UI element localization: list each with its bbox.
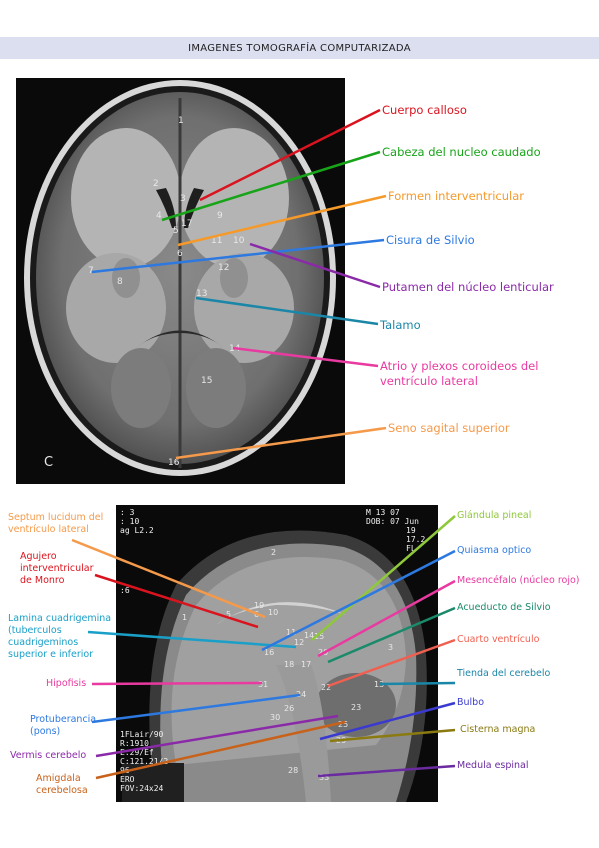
scan-annotation-text: 11 <box>286 628 296 637</box>
axial-number: 2 <box>153 179 159 189</box>
label-bulbo: Bulbo <box>457 697 485 708</box>
axial-number: 4 <box>156 211 162 221</box>
label-putamen: Putamen del núcleo lenticular <box>382 280 554 294</box>
scan-annotation-text: R:1910 <box>120 739 149 748</box>
label-cisterna: Cisterna magna <box>460 724 536 735</box>
label-vermis: Vermis cerebelo <box>10 750 87 761</box>
label-cisura-silvio: Cisura de Silvio <box>386 233 475 247</box>
axial-number: 8 <box>117 277 123 287</box>
axial-ct-image: 1 2 3 4 17 9 5 6 11 10 7 8 12 13 14 15 1… <box>16 78 345 484</box>
scan-annotation-text: 29 <box>336 736 346 745</box>
scan-annotation-text: 96 <box>120 766 130 775</box>
label-agujero: Agujero interventricular de Monro <box>20 551 94 586</box>
scan-annotation-text: 25 <box>338 720 348 729</box>
label-atrio-line1: Atrio y plexos coroideos del <box>380 359 539 373</box>
scan-annotation-text: M 13 07 <box>366 508 400 517</box>
scan-annotation-text: 6 <box>254 610 259 619</box>
scan-annotation-text: 14 <box>304 631 314 640</box>
scan-annotation-text: 12 <box>294 638 304 647</box>
axial-number: 17 <box>181 219 192 229</box>
axial-number: 10 <box>233 236 245 246</box>
label-tienda: Tienda del cerebelo <box>457 668 551 679</box>
label-protuberancia: Protuberancia (pons) <box>30 714 97 737</box>
scan-annotation-text: 13 <box>374 680 384 689</box>
scan-annotation-text: 33 <box>319 773 329 782</box>
scan-annotation-text: DOB: 07 Jun <box>366 517 419 526</box>
scan-annotation-text: 15 <box>314 632 324 641</box>
scan-annotation-text: 24 <box>296 690 306 699</box>
scan-annotation-text: ag L2.2 <box>120 526 154 535</box>
scan-annotation-text: : 10 <box>120 517 139 526</box>
scan-annotation-text: 20 <box>318 648 328 657</box>
axial-number: 1 <box>178 116 184 126</box>
axial-number: 12 <box>218 263 229 273</box>
axial-number: 11 <box>211 236 222 246</box>
scan-annotation-text: FL <box>406 544 416 553</box>
label-talamo: Talamo <box>380 318 421 332</box>
label-formen-interventricular: Formen interventricular <box>388 189 524 203</box>
scan-annotation-text: 5 <box>226 610 231 619</box>
scan-annotation-text: 23 <box>351 703 361 712</box>
scan-annotation-text: 22 <box>321 683 331 692</box>
scan-annotation-text: 19 <box>406 526 416 535</box>
scan-annotation-text: 2 <box>271 548 276 557</box>
axial-number: 6 <box>177 249 183 259</box>
axial-number: 14 <box>229 344 241 354</box>
scan-annotation-text: 28 <box>288 766 298 775</box>
scan-annotation-text: ERO <box>120 775 135 784</box>
label-medula: Medula espinal <box>457 760 529 771</box>
label-cuarto: Cuarto ventrículo <box>457 634 540 645</box>
scan-annotation-text: 10 <box>268 608 278 617</box>
scan-annotation-text: 17.2 <box>406 535 425 544</box>
axial-number: 7 <box>88 266 94 276</box>
label-amigdala: Amigdala cerebelosa <box>36 773 88 796</box>
scan-annotation-text: : 3 <box>120 508 135 517</box>
scan-annotation-text: 16 <box>264 648 274 657</box>
scan-annotation-text: 1FLair/90 <box>120 730 164 739</box>
label-cabeza-nucleo-caudado: Cabeza del nucleo caudado <box>382 145 541 159</box>
scan-annotation-text: 31 <box>258 680 268 689</box>
axial-number: 16 <box>168 458 180 468</box>
scan-annotation-text: FOV:24x24 <box>120 784 164 793</box>
scan-annotation-text: 17 <box>301 660 311 669</box>
scan-annotation-text: 26 <box>284 704 294 713</box>
axial-number: 5 <box>173 226 179 236</box>
scan-annotation-text: 3 <box>388 643 393 652</box>
sagittal-mri-image: : 3 : 10 ag L2.2 :6 1FLair/90 R:1910 E:2… <box>116 505 438 802</box>
label-acueducto: Acueducto de Silvio <box>457 602 551 613</box>
label-lamina: Lamina cuadrigemina (tuberculos cuadrige… <box>8 613 112 660</box>
scan-annotation-text: 18 <box>284 660 294 669</box>
label-septum: Septum lucidum del ventrículo lateral <box>8 512 104 535</box>
scan-annotation-text: E:29/Ef <box>120 748 154 757</box>
scan-annotation-text: 30 <box>270 713 280 722</box>
label-cuerpo-calloso: Cuerpo calloso <box>382 103 467 117</box>
axial-number: 3 <box>180 194 186 204</box>
scan-annotation-text: :6 <box>120 586 130 595</box>
label-quiasma: Quiasma optico <box>457 545 532 556</box>
label-mesencefalo: Mesencéfalo (núcleo rojo) <box>457 575 580 586</box>
scan-annotation-text: C:121.21/2 <box>120 757 168 766</box>
axial-number: 15 <box>201 376 212 386</box>
page-title: IMAGENES TOMOGRAFÍA COMPUTARIZADA <box>188 42 411 54</box>
axial-corner-letter: C <box>44 455 53 470</box>
label-pineal: Glándula pineal <box>457 510 532 521</box>
scan-annotation-text: 1 <box>182 613 187 622</box>
label-hipofisis: Hipofisis <box>46 678 87 689</box>
axial-number: 9 <box>217 211 223 221</box>
label-seno-sagital: Seno sagital superior <box>388 421 510 435</box>
label-atrio-line2: ventrículo lateral <box>380 374 478 388</box>
scan-annotation-text: 19 <box>254 601 264 610</box>
axial-number: 13 <box>196 289 207 299</box>
page-header: IMAGENES TOMOGRAFÍA COMPUTARIZADA <box>0 37 599 59</box>
